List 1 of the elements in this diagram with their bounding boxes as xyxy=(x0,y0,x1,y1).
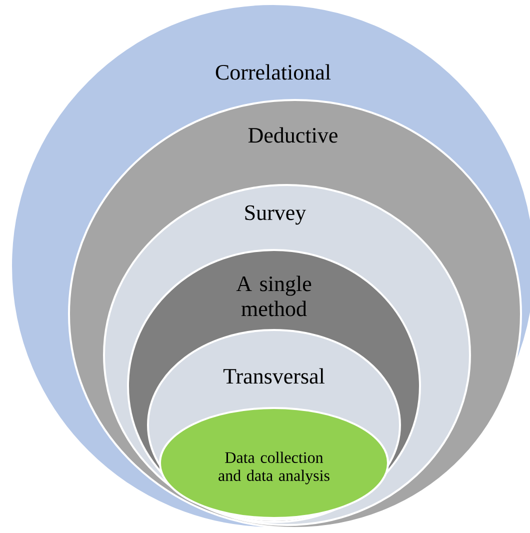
ring-band: Data collection and data analysis xyxy=(159,407,389,519)
